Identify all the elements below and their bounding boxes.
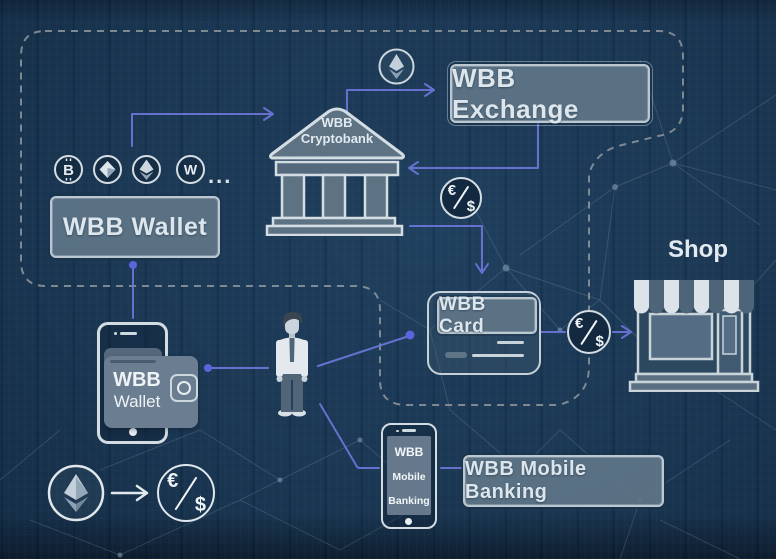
- card-detail-line: [497, 341, 524, 344]
- arrow-bank-to-card: [409, 225, 483, 273]
- wallet-box-label: WBB Wallet: [62, 212, 208, 241]
- bitcoin-coin-icon: B: [53, 154, 84, 190]
- connector-dot: [405, 330, 415, 340]
- line-person-to-card: [317, 336, 407, 367]
- dollar-symbol: $: [194, 494, 206, 517]
- cryptobank-icon: [264, 104, 410, 241]
- w-coin-icon: W: [175, 154, 206, 190]
- exchange-box-label: WBB Exchange: [452, 62, 579, 124]
- euro-symbol: €: [447, 182, 457, 200]
- exchange-box: WBB Exchange: [447, 61, 653, 126]
- arrow-bank-to-exchange: [346, 89, 434, 113]
- svg-text:W: W: [184, 162, 198, 178]
- phone-home-button: [405, 518, 412, 525]
- connector-dot: [129, 261, 137, 269]
- mobile-app-line1: WBB: [394, 445, 424, 459]
- bank-label: WBB Cryptobank: [289, 115, 385, 148]
- bank-label-line2: Cryptobank: [300, 131, 374, 147]
- currency-exchange-icon: € $: [440, 177, 482, 219]
- phone-home-button: [129, 428, 137, 436]
- mobile-app-line3: Banking: [388, 495, 430, 507]
- wallet-app-line1: WBB: [113, 369, 161, 391]
- mobile-app-line2: Mobile: [392, 471, 426, 483]
- wallet-clasp-hole: [177, 381, 191, 395]
- currency-exchange-icon: € $: [567, 310, 611, 354]
- phone-speaker: [402, 429, 416, 432]
- wallet-stitch-line: [110, 360, 156, 363]
- line-person-to-mobile: [319, 403, 380, 469]
- connector-dot: [204, 364, 212, 372]
- bank-label-line1: WBB: [321, 115, 353, 130]
- ethereum-icon: [378, 48, 415, 90]
- mobile-app-label: WBB Mobile Banking: [387, 445, 431, 507]
- wallet-app-line2: Wallet: [113, 392, 161, 411]
- card-label-box: WBB Card: [437, 294, 537, 337]
- wallet-app-label: WBB Wallet: [106, 369, 168, 412]
- wallet-clasp: [170, 374, 198, 402]
- phone-speaker: [120, 332, 137, 335]
- dollar-symbol: $: [595, 333, 604, 350]
- shop-label: Shop: [668, 236, 728, 263]
- mobile-banking-box-label: WBB Mobile Banking: [465, 458, 587, 503]
- shop-icon: [626, 276, 762, 397]
- phone-camera: [396, 429, 399, 432]
- card-label: WBB Card: [439, 293, 486, 337]
- wallet-box: WBB Wallet: [50, 196, 220, 258]
- svg-text:B: B: [63, 162, 74, 179]
- mobile-phone-screen: [387, 436, 431, 515]
- euro-symbol: €: [575, 315, 584, 333]
- arrow-wallet-to-bank: [131, 113, 273, 147]
- mobile-banking-phone-icon: WBB Mobile Banking: [381, 423, 437, 529]
- mobile-banking-box: WBB Mobile Banking: [463, 455, 664, 507]
- dollar-symbol: $: [466, 198, 476, 216]
- card-detail-line: [472, 354, 524, 357]
- ethereum-icon: [47, 464, 105, 527]
- currency-exchange-icon: € $: [157, 464, 215, 522]
- arrow-eth-to-fiat: [110, 484, 149, 502]
- person-icon: [270, 310, 314, 427]
- card-chip-line: [445, 352, 467, 358]
- more-coins-ellipsis: ...: [208, 163, 233, 188]
- euro-symbol: €: [167, 470, 179, 493]
- phone-camera: [114, 332, 117, 335]
- ethereum-coin-icon: [131, 154, 162, 190]
- arrow-exchange-to-bank: [409, 120, 539, 169]
- gem-coin-icon: [92, 154, 123, 190]
